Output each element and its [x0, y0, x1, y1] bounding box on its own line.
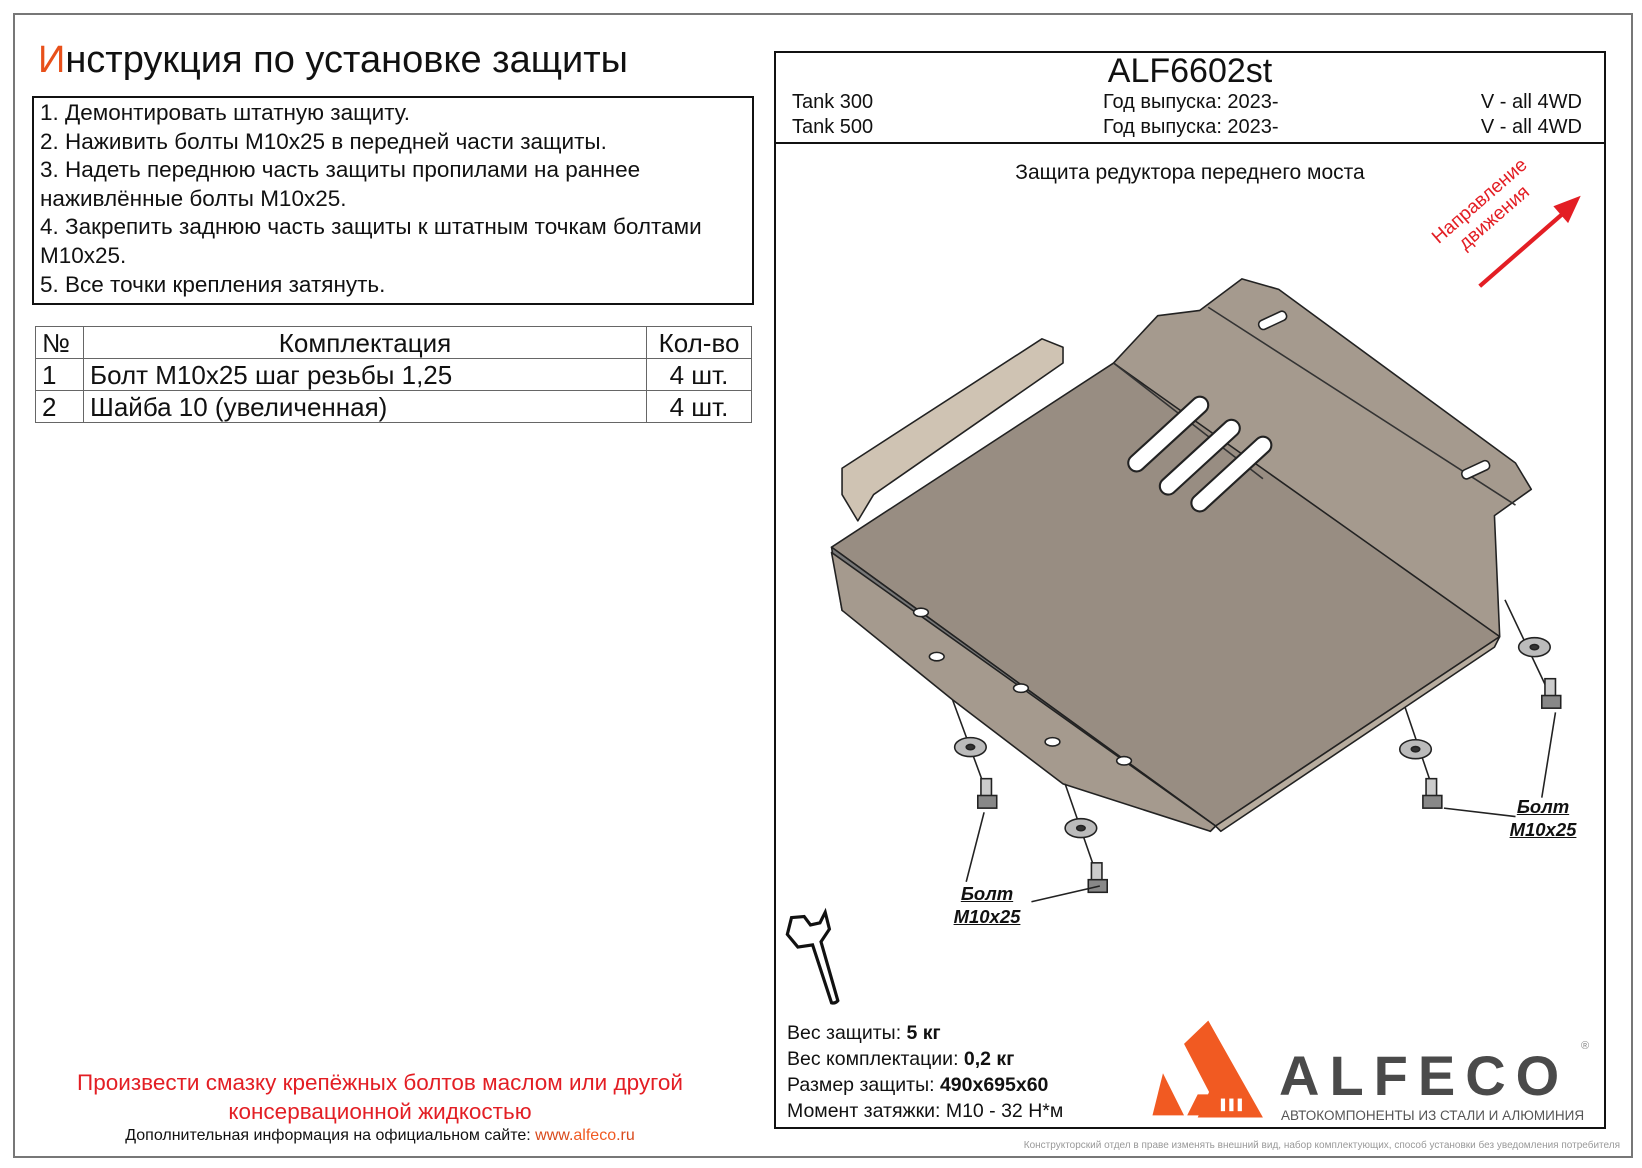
spec-label: Момент затяжки: [787, 1100, 946, 1122]
spec-value: М10 - 32 Н*м [945, 1100, 1064, 1122]
step: 2. Наживить болты М10х25 в передней част… [40, 128, 607, 154]
direction-arrow-icon [1478, 195, 1581, 288]
title-first-letter: И [38, 39, 66, 81]
cell-item: Шайба 10 (увеличенная) [83, 390, 647, 423]
spec-value: 5 кг [906, 1022, 941, 1044]
page-frame [13, 13, 1633, 1158]
cell-item: Болт М10х25 шаг резьбы 1,25 [83, 358, 647, 391]
bolt-label-line: М10х25 [1509, 819, 1577, 840]
vehicle-model: Tank 300 [792, 91, 874, 113]
site-label: Дополнительная информация на официальном… [125, 1127, 536, 1144]
spec-weight: Вес защиты: 5 кг [787, 1022, 941, 1045]
warning-line: Произвести смазку крепёжных болтов масло… [77, 1070, 683, 1095]
step: 5. Все точки крепления затянуть. [40, 271, 386, 297]
spec-label: Размер защиты: [787, 1074, 940, 1096]
step: 3. Надеть переднюю часть защиты пропилам… [40, 157, 641, 183]
bolt-label-line: М10х25 [953, 906, 1021, 927]
step: наживлённые болты М10х25. [40, 185, 347, 211]
vehicle-year: Год выпуска: 2023- [1103, 91, 1279, 113]
alfeco-logo-icon [1152, 1020, 1263, 1118]
brand-tagline: АВТОКОМПОНЕНТЫ ИЗ СТАЛИ И АЛЮМИНИЯ [1281, 1108, 1585, 1123]
lubrication-warning: Произвести смазку крепёжных болтов масло… [30, 1068, 730, 1126]
product-subtitle: Защита редуктора переднего моста [1015, 161, 1365, 184]
vehicle-engine: V - all 4WD [1480, 116, 1582, 138]
spec-label: Вес комплектации: [787, 1048, 964, 1070]
cell-no: 2 [35, 390, 84, 423]
product-code: ALF6602st [1107, 52, 1273, 90]
bolt-label-line: Болт [1516, 796, 1570, 817]
table-row: 1 Болт М10х25 шаг резьбы 1,25 4 шт. [35, 358, 752, 391]
disclaimer: Конструкторский отдел в праве изменять в… [1023, 1140, 1620, 1151]
bolt-label-left: Болт М10х25 [944, 882, 1030, 928]
vehicle-model: Tank 500 [792, 116, 874, 138]
step: М10х25. [40, 242, 127, 268]
url-part: alfeco [573, 1127, 617, 1144]
spec-torque: Момент затяжки: М10 - 32 Н*м [787, 1100, 1063, 1123]
spec-size: Размер защиты: 490х695х60 [787, 1074, 1048, 1097]
cell-no: 1 [35, 358, 84, 391]
bolt-washer-icons [951, 599, 1562, 903]
url-part: .ru [616, 1127, 635, 1144]
header-divider [774, 142, 1606, 144]
website-link[interactable]: www.alfeco.ru [535, 1127, 635, 1144]
header-qty: Кол-во [646, 326, 752, 359]
url-part: www. [535, 1127, 574, 1144]
spec-value: 490х695х60 [939, 1074, 1049, 1096]
table-row: 2 Шайба 10 (увеличенная) 4 шт. [35, 390, 752, 423]
spec-value: 0,2 кг [963, 1048, 1015, 1070]
website-info: Дополнительная информация на официальном… [30, 1127, 730, 1145]
page-title: Инструкция по установке защиты [38, 38, 628, 82]
wrench-icon [785, 907, 840, 1005]
brand-name: ALFECO [1279, 1044, 1570, 1107]
spec-label: Вес защиты: [787, 1022, 907, 1044]
vehicle-year: Год выпуска: 2023- [1103, 116, 1279, 138]
spec-kit-weight: Вес комплектации: 0,2 кг [787, 1048, 1014, 1071]
title-rest: нструкция по установке защиты [65, 39, 628, 81]
step: 4. Закрепить заднюю часть защиты к штатн… [40, 214, 702, 240]
product-panel [774, 51, 1606, 1129]
bolt-label-line: Болт [960, 883, 1014, 904]
cell-qty: 4 шт. [646, 390, 752, 423]
registered-mark: ® [1581, 1040, 1590, 1052]
step: 1. Демонтировать штатную защиту. [40, 100, 411, 125]
skid-plate-drawing [830, 278, 1533, 833]
instruction-steps: 1. Демонтировать штатную защиту. 2. Нажи… [32, 96, 754, 305]
warning-line: консервационной жидкостью [228, 1099, 532, 1124]
bolt-label-right: Болт М10х25 [1500, 795, 1586, 841]
cell-qty: 4 шт. [646, 358, 752, 391]
vehicle-engine: V - all 4WD [1480, 91, 1582, 113]
kit-table: № Комплектация Кол-во 1 Болт М10х25 шаг … [35, 326, 752, 423]
